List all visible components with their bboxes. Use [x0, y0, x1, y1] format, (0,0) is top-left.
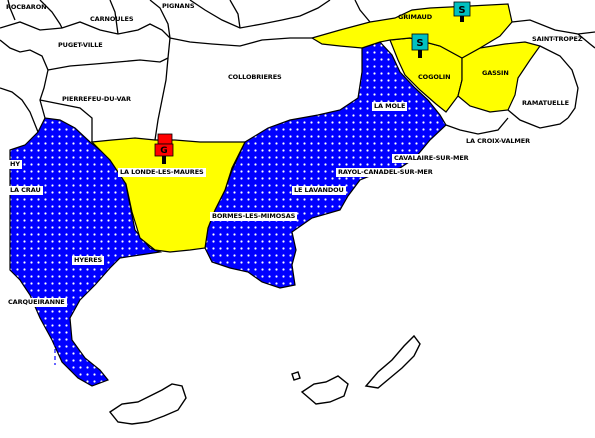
cyan-pin-2[interactable]: S	[453, 1, 471, 22]
label-bormes: BORMES-LES-MIMOSAS	[210, 212, 298, 221]
islet	[291, 371, 301, 381]
zone-gassin	[457, 41, 541, 113]
commune-borders	[0, 0, 595, 142]
label-la-mole: LA MOLE	[372, 102, 408, 111]
label-la-londe: LA LONDE-LES-MAURES	[118, 168, 206, 177]
label-carnoules: CARNOULES	[90, 15, 134, 23]
label-hy: HY	[8, 160, 22, 169]
label-collobrieres: COLLOBRIERES	[228, 73, 282, 81]
label-ramatuelle: RAMATUELLE	[522, 99, 569, 107]
cyan-pin-1[interactable]: S	[411, 33, 429, 58]
zone-hyeres	[9, 117, 163, 387]
label-pierrefeu: PIERREFEU-DU-VAR	[62, 95, 131, 103]
label-la-crau: LA CRAU	[8, 186, 43, 195]
label-gassin: GASSIN	[482, 69, 509, 77]
label-cogolin: COGOLIN	[418, 73, 451, 81]
label-carqueiranne: CARQUEIRANNE	[6, 298, 67, 307]
label-cavalaire: CAVALAIRE-SUR-MER	[392, 154, 471, 163]
red-pin[interactable]: G	[154, 133, 174, 164]
island-levant	[364, 334, 421, 389]
label-saint-tropez: SAINT-TROPEZ	[532, 35, 583, 43]
label-top-mid: PIGNANS	[162, 2, 195, 10]
label-rayol: RAYOL-CANADEL-SUR-MER	[336, 168, 435, 177]
island-porquerolles	[108, 383, 187, 425]
islands	[108, 334, 421, 425]
svg-text:G: G	[160, 146, 167, 156]
svg-text:S: S	[416, 38, 423, 49]
label-le-lavandou: LE LAVANDOU	[292, 186, 346, 195]
label-puget-ville: PUGET-VILLE	[58, 41, 103, 49]
label-grimaud: GRIMAUD	[398, 13, 433, 21]
label-hyeres: HYERES	[72, 256, 105, 265]
label-la-croix-valmer: LA CROIX-VALMER	[466, 137, 531, 145]
label-top-left: ROCBARON	[6, 3, 47, 11]
island-port-cros	[300, 375, 349, 405]
svg-text:S: S	[458, 5, 465, 16]
